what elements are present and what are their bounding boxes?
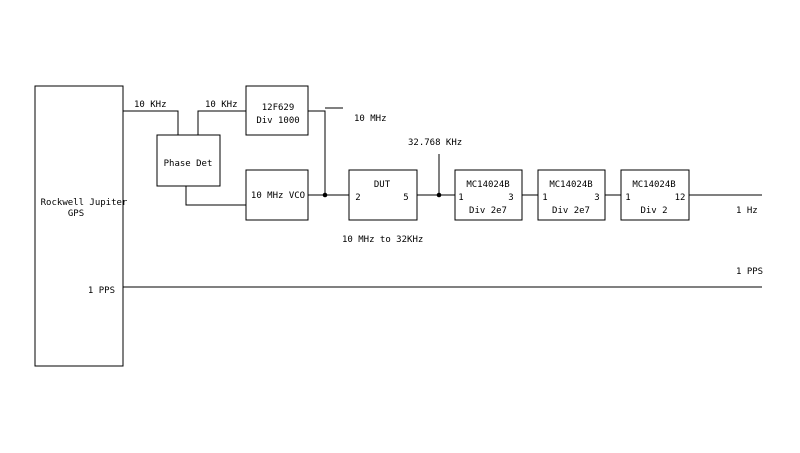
counter-2-pin-in: 1 [542, 193, 547, 203]
phase-detector-box [156, 134, 221, 187]
counter-1-block: MC14024B 1 3 Div 2e7 [454, 169, 523, 221]
counter-3-pin-out: 12 [675, 193, 686, 203]
counter-2-label: Div 2e7 [552, 206, 590, 216]
counter-1-label: Div 2e7 [469, 206, 507, 216]
dut-pin-in: 2 [355, 193, 360, 203]
counter-2-box [537, 169, 606, 221]
dut-block: DUT 2 5 [348, 169, 418, 221]
gps-receiver-label-line1: Rockwell Jupiter [41, 198, 128, 208]
gps-receiver-label-line2: GPS [68, 209, 84, 219]
counter-3-box [620, 169, 690, 221]
vco-box [245, 169, 309, 221]
wire-phase-det-to-vco [185, 186, 246, 206]
signal-label-32768khz: 32.768 KHz [408, 138, 462, 148]
wire-gps-to-phase-det [123, 110, 179, 135]
counter-1-pin-in: 1 [458, 193, 463, 203]
counter-3-title: MC14024B [632, 180, 675, 190]
divider-label-line1: 12F629 [262, 103, 295, 113]
counter-3-label: Div 2 [640, 206, 667, 216]
phase-detector-label: Phase Det [164, 159, 213, 169]
divider-block: 12F629 Div 1000 [245, 85, 309, 136]
dut-pin-out: 5 [403, 193, 408, 203]
counter-2-block: MC14024B 1 3 Div 2e7 [537, 169, 606, 221]
wire-vco-feedback [308, 110, 326, 195]
wires [123, 107, 762, 288]
divider-box [245, 85, 309, 136]
dut-label: DUT [374, 180, 391, 190]
signal-label-gps-10khz: 10 KHz [134, 100, 167, 110]
dut-box [348, 169, 418, 221]
divider-label-line2: Div 1000 [256, 116, 299, 126]
counter-2-pin-out: 3 [594, 193, 599, 203]
signal-label-1pps: 1 PPS [736, 267, 763, 277]
counter-1-box [454, 169, 523, 221]
signal-label-1hz: 1 Hz [736, 206, 758, 216]
signal-labels: 10 KHz 10 KHz 10 MHz 32.768 KHz 10 MHz t… [134, 100, 763, 277]
gps-receiver-box [34, 85, 124, 367]
counter-1-title: MC14024B [466, 180, 509, 190]
counter-1-pin-out: 3 [508, 193, 513, 203]
vco-label: 10 MHz VCO [251, 191, 305, 201]
counter-2-title: MC14024B [549, 180, 592, 190]
counter-3-block: MC14024B 1 12 Div 2 [620, 169, 690, 221]
vco-block: 10 MHz VCO [245, 169, 309, 221]
signal-label-10mhz: 10 MHz [354, 114, 387, 124]
wire-divider-to-phase-det [197, 110, 246, 135]
gps-pps-pin-label: 1 PPS [88, 286, 115, 296]
gps-receiver-block: Rockwell Jupiter GPS 1 PPS [34, 85, 128, 367]
junction-dot-dut [436, 192, 442, 198]
junction-dot-vco [322, 192, 328, 198]
signal-label-dut-range: 10 MHz to 32KHz [342, 235, 423, 245]
phase-detector-block: Phase Det [156, 134, 221, 187]
signal-label-divider-10khz: 10 KHz [205, 100, 238, 110]
counter-3-pin-in: 1 [625, 193, 630, 203]
